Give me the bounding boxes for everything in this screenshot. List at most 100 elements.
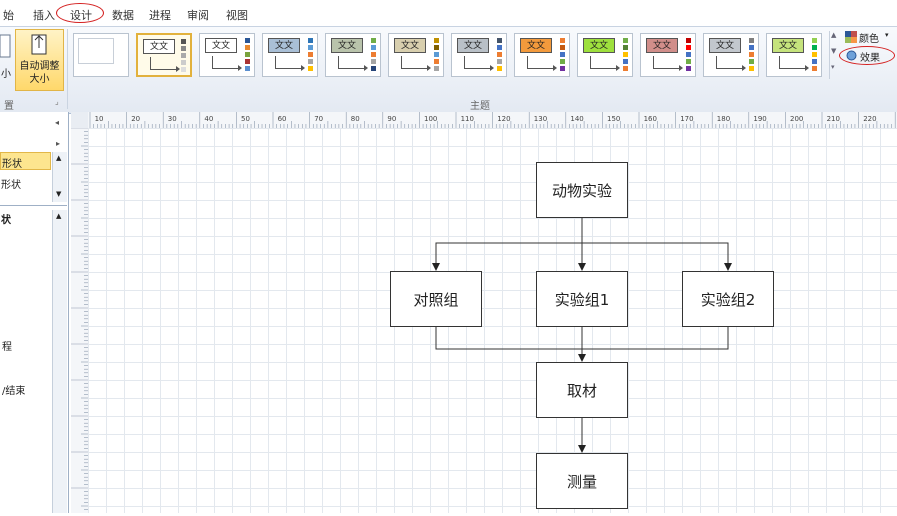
theme-color-strip <box>371 38 376 72</box>
theme-thumbnail[interactable]: 文文 <box>577 33 633 77</box>
theme-thumbnail[interactable]: 文文 <box>388 33 444 77</box>
ruler-label: 30 <box>168 115 177 123</box>
theme-thumbnail[interactable]: 文文 <box>703 33 759 77</box>
expand-icon[interactable]: ▸ <box>56 139 61 148</box>
effects-icon <box>846 50 857 61</box>
theme-arrow-icon <box>338 56 368 71</box>
auto-size-label: 自动调整 大小 <box>19 61 60 85</box>
dialog-launcher-icon[interactable]: ⌟ <box>55 97 59 106</box>
ruler-label: 160 <box>644 115 657 123</box>
shape-process[interactable]: 程 <box>2 342 12 353</box>
stencil-item-active[interactable]: 形状 <box>0 152 51 170</box>
effects-label: 效果 <box>860 53 880 64</box>
theme-thumbnail[interactable]: 文文 <box>199 33 255 77</box>
ruler-label: 130 <box>534 115 547 123</box>
ruler-label: 10 <box>95 115 104 123</box>
group-label-setup: 置 <box>4 101 14 112</box>
theme-color-strip <box>434 38 439 72</box>
gallery-scroll[interactable]: ▲ ▼ ▾ <box>829 31 840 79</box>
theme-sample-text: 文文 <box>646 38 678 53</box>
theme-arrow-icon <box>653 56 683 71</box>
theme-thumbnail[interactable]: 文文 <box>640 33 696 77</box>
scroll-up-icon[interactable]: ▲ <box>56 154 62 162</box>
theme-thumbnail[interactable]: 文文 <box>262 33 318 77</box>
collapse-icon[interactable]: ◂ <box>55 118 60 127</box>
effects-highlight-circle <box>839 46 895 65</box>
ruler-label: 120 <box>497 115 510 123</box>
scroll-up-icon[interactable]: ▲ <box>56 212 62 220</box>
ruler-label: 90 <box>387 115 396 123</box>
node-experiment-group-1[interactable]: 实验组1 <box>536 271 628 327</box>
theme-sample-text: 文文 <box>143 39 175 54</box>
shapes-scrollbar[interactable]: ▲ <box>52 210 67 513</box>
theme-arrow-icon <box>212 56 242 71</box>
theme-color-strip <box>812 38 817 72</box>
theme-thumbnail[interactable]: 文文 <box>766 33 822 77</box>
node-sampling[interactable]: 取材 <box>536 362 628 418</box>
ruler-label: 140 <box>570 115 583 123</box>
scroll-down-icon[interactable]: ▼ <box>56 190 62 198</box>
theme-color-strip <box>560 38 565 72</box>
ruler-label: 50 <box>241 115 250 123</box>
theme-color-strip <box>245 38 250 72</box>
menu-review[interactable]: 审阅 <box>187 9 209 22</box>
shape-start-end[interactable]: /结束 <box>2 386 26 397</box>
theme-color-strip <box>749 38 754 72</box>
stencil-item[interactable]: 形状 <box>0 175 51 191</box>
connector-animal-exp2 <box>582 242 732 271</box>
connector-animal-control <box>432 242 582 271</box>
theme-sample-text: 文文 <box>772 38 804 53</box>
ruler-label: 200 <box>790 115 803 123</box>
auto-size-button[interactable]: 自动调整 大小 <box>15 29 64 91</box>
stencil-scrollbar[interactable]: ▲ ▼ <box>52 152 67 202</box>
menu-process[interactable]: 进程 <box>149 9 171 22</box>
theme-color-strip <box>623 38 628 72</box>
menu-view[interactable]: 视图 <box>226 9 248 22</box>
ribbon-separator <box>67 29 68 109</box>
theme-thumbnail[interactable]: 文文 <box>451 33 507 77</box>
theme-arrow-icon <box>150 57 180 72</box>
ruler-corner <box>71 112 88 129</box>
theme-thumbnail[interactable]: 文文 <box>514 33 570 77</box>
ruler-label: 220 <box>863 115 876 123</box>
theme-arrow-icon <box>779 56 809 71</box>
menu-insert[interactable]: 插入 <box>33 9 55 22</box>
node-control-group[interactable]: 对照组 <box>390 271 482 327</box>
theme-arrow-icon <box>401 56 431 71</box>
scroll-up-icon[interactable]: ▲ <box>831 31 837 39</box>
group-label-themes: 主题 <box>470 101 490 112</box>
connector-merge <box>435 327 729 350</box>
node-measurement[interactable]: 测量 <box>536 453 628 509</box>
ruler-label: 170 <box>680 115 693 123</box>
shapes-panel: ◂ ▸ 形状 形状 ▲ ▼ 状 ▲ 程 /结束 <box>0 112 69 513</box>
page-size-label: 小 <box>1 69 11 80</box>
design-highlight-circle <box>56 3 104 23</box>
gallery-more-icon[interactable]: ▾ <box>831 63 835 71</box>
ruler-label: 40 <box>204 115 213 123</box>
colors-button[interactable]: 颜色 ▾ <box>845 29 897 45</box>
theme-arrow-icon <box>590 56 620 71</box>
theme-thumbnail[interactable]: 文文 <box>325 33 381 77</box>
scroll-down-icon[interactable]: ▼ <box>831 47 837 55</box>
theme-sample-text: 文文 <box>268 38 300 53</box>
ruler-label: 180 <box>717 115 730 123</box>
node-experiment-group-2[interactable]: 实验组2 <box>682 271 774 327</box>
theme-sample-text: 文文 <box>457 38 489 53</box>
auto-size-icon <box>31 34 47 55</box>
colors-label: 颜色 <box>859 34 879 45</box>
theme-none[interactable] <box>73 33 129 77</box>
theme-thumbnail[interactable]: 文文 <box>136 33 192 77</box>
effects-button[interactable]: 效果 <box>846 48 892 64</box>
menu-data[interactable]: 数据 <box>112 9 134 22</box>
menu-bar: 始 插入 设计 数据 进程 审阅 视图 <box>0 0 897 26</box>
drawing-canvas[interactable]: 动物实验 对照组 实验组1 实验组2 取材 测量 <box>88 128 897 513</box>
menu-start[interactable]: 始 <box>3 9 14 22</box>
stencil-label: 形状 <box>1 180 21 191</box>
theme-sample-text: 文文 <box>583 38 615 53</box>
connectors <box>432 218 732 453</box>
node-animal-experiment[interactable]: 动物实验 <box>536 162 628 218</box>
stencil-label: 形状 <box>2 159 22 170</box>
theme-sample-text: 文文 <box>394 38 426 53</box>
page-size-button[interactable]: 小 <box>0 31 14 91</box>
theme-arrow-icon <box>275 56 305 71</box>
